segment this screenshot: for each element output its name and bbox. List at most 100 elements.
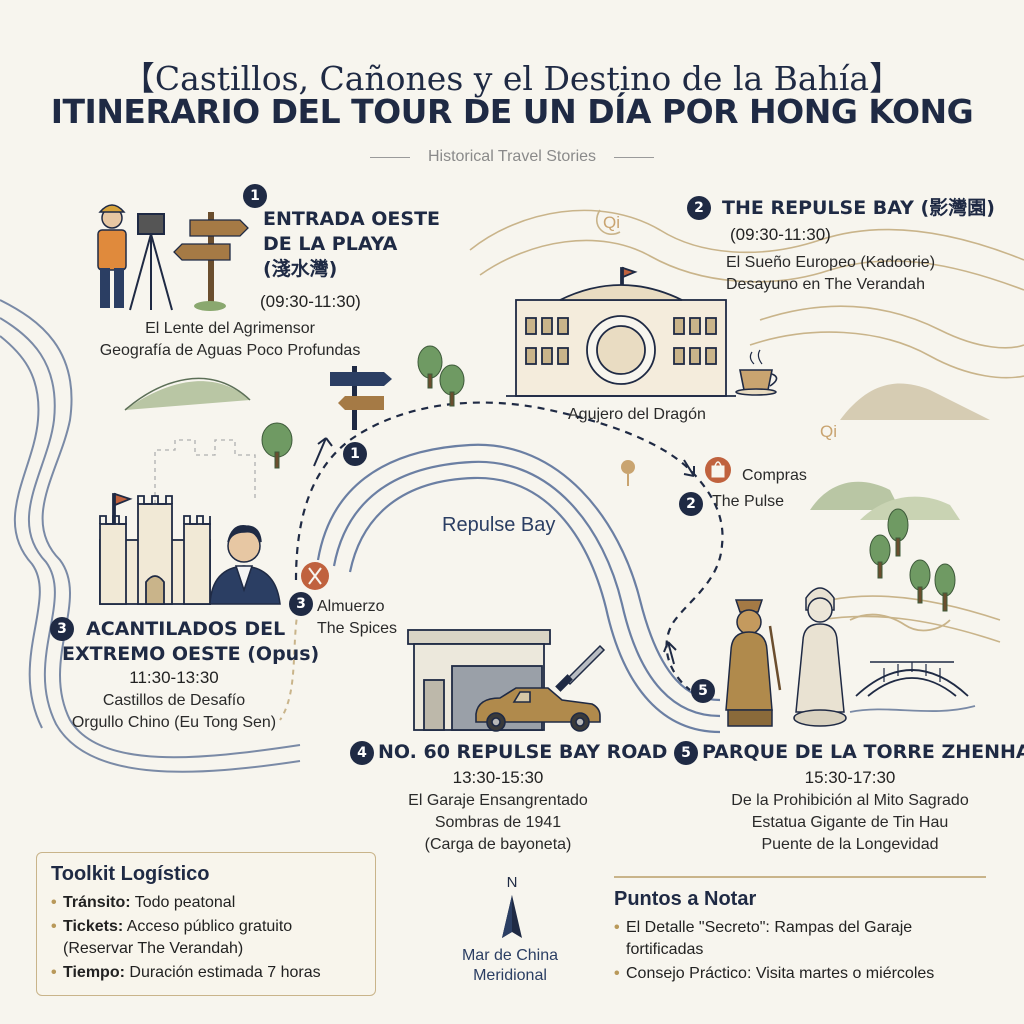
hills <box>124 377 990 520</box>
stop-2-details: El Sueño Europeo (Kadoorie) Desayuno en … <box>726 252 935 296</box>
stop-3-info: 11:30-13:30 Castillos de Desafío Orgullo… <box>44 666 304 734</box>
route-marker-2: 2 <box>679 492 703 516</box>
stop-2-detail-1: El Sueño Europeo (Kadoorie) <box>726 254 936 271</box>
qi-label-right: Qi <box>820 422 837 441</box>
bullet-icon: • <box>51 918 57 935</box>
stop-2-title: THE REPULSE BAY (影灣園) <box>722 197 995 219</box>
stop-3-title-line-2: EXTREMO OESTE (Opus) <box>62 643 320 665</box>
notes-panel: Puntos a Notar • El Detalle "Secreto": R… <box>614 888 1004 987</box>
route-signpost-icon <box>330 366 392 430</box>
compass-arrow-icon <box>502 895 522 938</box>
subtitle-row: Historical Travel Stories <box>0 148 1024 166</box>
stop-4-detail-3: (Carga de bayoneta) <box>424 836 572 853</box>
stop-5-info: 15:30-17:30 De la Prohibición al Mito Sa… <box>690 766 1010 856</box>
lunch-fork-knife-icon <box>301 562 329 590</box>
toolkit-panel: Toolkit Logístico • Tránsito: Todo peato… <box>36 852 376 996</box>
notes-text-secret: El Detalle "Secreto": Rampas del Garaje <box>626 919 913 936</box>
stop-4-detail-1: El Garaje Ensangrentado <box>408 792 588 809</box>
eu-tong-sen-portrait <box>209 525 281 605</box>
stop-5-title: PARQUE DE LA TORRE ZHENHAI <box>702 741 1024 763</box>
toolkit-key-transit: Tránsito: <box>63 894 131 911</box>
shopping-line-1: Compras <box>742 467 807 484</box>
bullet-icon: • <box>614 965 620 982</box>
stop-5-detail-2: Estatua Gigante de Tin Hau <box>751 814 949 831</box>
subtitle-rule-right <box>614 156 655 158</box>
notes-title: Puntos a Notar <box>614 888 757 910</box>
stop-1-detail-2: Geografía de Aguas Poco Profundas <box>99 342 361 359</box>
shopping-label: Compras The Pulse <box>712 463 807 515</box>
tin-hau-statue-icon <box>725 599 782 727</box>
bullet-icon: • <box>51 894 57 911</box>
wave-lines <box>849 613 951 632</box>
notes-text-secret-2: fortificadas <box>626 941 704 958</box>
notes-item-tip: • Consejo Práctico: Visita martes o miér… <box>614 963 1004 985</box>
stop-5-badge: 5 <box>674 741 698 765</box>
walking-route <box>294 401 724 691</box>
stop-2-detail-2: Desayuno en The Verandah <box>726 276 925 293</box>
title-line-2: ITINERARIO DEL TOUR DE UN DÍA POR HONG K… <box>50 92 974 131</box>
toolkit-item-transit: • Tránsito: Todo peatonal <box>51 892 361 914</box>
toolkit-item-time: • Tiempo: Duración estimada 7 horas <box>51 962 361 984</box>
stop-1-time: (09:30-11:30) <box>260 292 361 311</box>
theodolite-icon <box>129 213 173 311</box>
shopping-bag-icon <box>705 457 731 483</box>
coastline <box>0 299 301 773</box>
route-marker-3: 3 <box>289 592 313 616</box>
bullet-icon: • <box>51 964 57 981</box>
notes-text-tip: Consejo Práctico: Visita martes o miérco… <box>626 965 935 982</box>
bay-shoreline <box>316 443 721 734</box>
castle-icon <box>99 492 211 605</box>
lunch-line-1: Almuerzo <box>317 598 385 615</box>
stop-3-title-line-1: ACANTILADOS DEL <box>86 618 286 640</box>
stop-2-badge: 2 <box>687 196 711 220</box>
bullet-icon: • <box>614 919 620 936</box>
lunch-line-2: The Spices <box>317 620 398 637</box>
toolkit-value-transit: Todo peatonal <box>134 894 236 911</box>
notes-divider <box>614 876 986 878</box>
stop-1-title-line-1: ENTRADA OESTE <box>263 208 441 230</box>
shopping-line-2: The Pulse <box>712 493 785 510</box>
contour-lines <box>469 209 1024 643</box>
stop-5-time: 15:30-17:30 <box>804 768 896 787</box>
stop-1-title-line-3: (淺水灣) <box>263 258 338 280</box>
guanyin-statue-icon <box>793 587 847 727</box>
toolkit-title: Toolkit Logístico <box>51 863 210 885</box>
stop-3-detail-1: Castillos de Desafío <box>102 692 246 709</box>
stop-3-detail-2: Orgullo Chino (Eu Tong Sen) <box>71 714 277 731</box>
stop-1-details: El Lente del Agrimensor Geografía de Agu… <box>40 318 420 362</box>
longevity-bridge-icon <box>849 661 976 713</box>
stop-4-title: NO. 60 REPULSE BAY ROAD <box>378 741 668 763</box>
qi-label-top: Qi <box>603 213 620 232</box>
route-marker-1: 1 <box>343 442 367 466</box>
stop-1-detail-1: El Lente del Agrimensor <box>145 320 315 337</box>
sea-label-line-2: Meridional <box>473 967 547 984</box>
bayonet-icon <box>555 644 606 692</box>
stop-4-info: 13:30-15:30 El Garaje Ensangrentado Somb… <box>358 766 638 856</box>
stop-4-detail-2: Sombras de 1941 <box>434 814 562 831</box>
toolkit-value-tickets: Acceso público gratuito <box>126 918 293 935</box>
stop-2-time: (09:30-11:30) <box>730 225 831 244</box>
stop-5-detail-3: Puente de la Longevidad <box>761 836 939 853</box>
title-line-1: 【Castillos, Cañones y el Destino de la B… <box>121 59 903 98</box>
signpost-icon <box>173 212 249 311</box>
compass-sea-label: Mar de China Meridional <box>440 946 580 986</box>
route-arrows <box>313 437 695 665</box>
vintage-car-icon <box>475 687 601 732</box>
route-marker-5: 5 <box>691 679 715 703</box>
stop-3-time: 11:30-13:30 <box>129 668 219 687</box>
subtitle-rule-left <box>369 156 410 158</box>
notes-item-secret: • El Detalle "Secreto": Rampas del Garaj… <box>614 917 1004 961</box>
lunch-label: Almuerzo The Spices <box>317 596 397 640</box>
stop-5-detail-1: De la Prohibición al Mito Sagrado <box>731 792 969 809</box>
toolkit-item-tickets: • Tickets: Acceso público gratuito (Rese… <box>51 916 361 960</box>
subtitle: Historical Travel Stories <box>427 148 597 165</box>
surveyor-icon <box>97 204 127 308</box>
stop-1-title-line-2: DE LA PLAYA <box>263 233 398 255</box>
stop-3-badge: 3 <box>50 617 74 641</box>
stop-3-title: ACANTILADOS DEL EXTREMO OESTE (Opus) <box>62 617 319 667</box>
dragon-hole-label: Agujero del Dragón <box>568 406 706 423</box>
toolkit-value-time: Duración estimada 7 horas <box>129 964 321 981</box>
toolkit-key-time: Tiempo: <box>63 964 125 981</box>
toolkit-key-tickets: Tickets: <box>63 918 124 935</box>
